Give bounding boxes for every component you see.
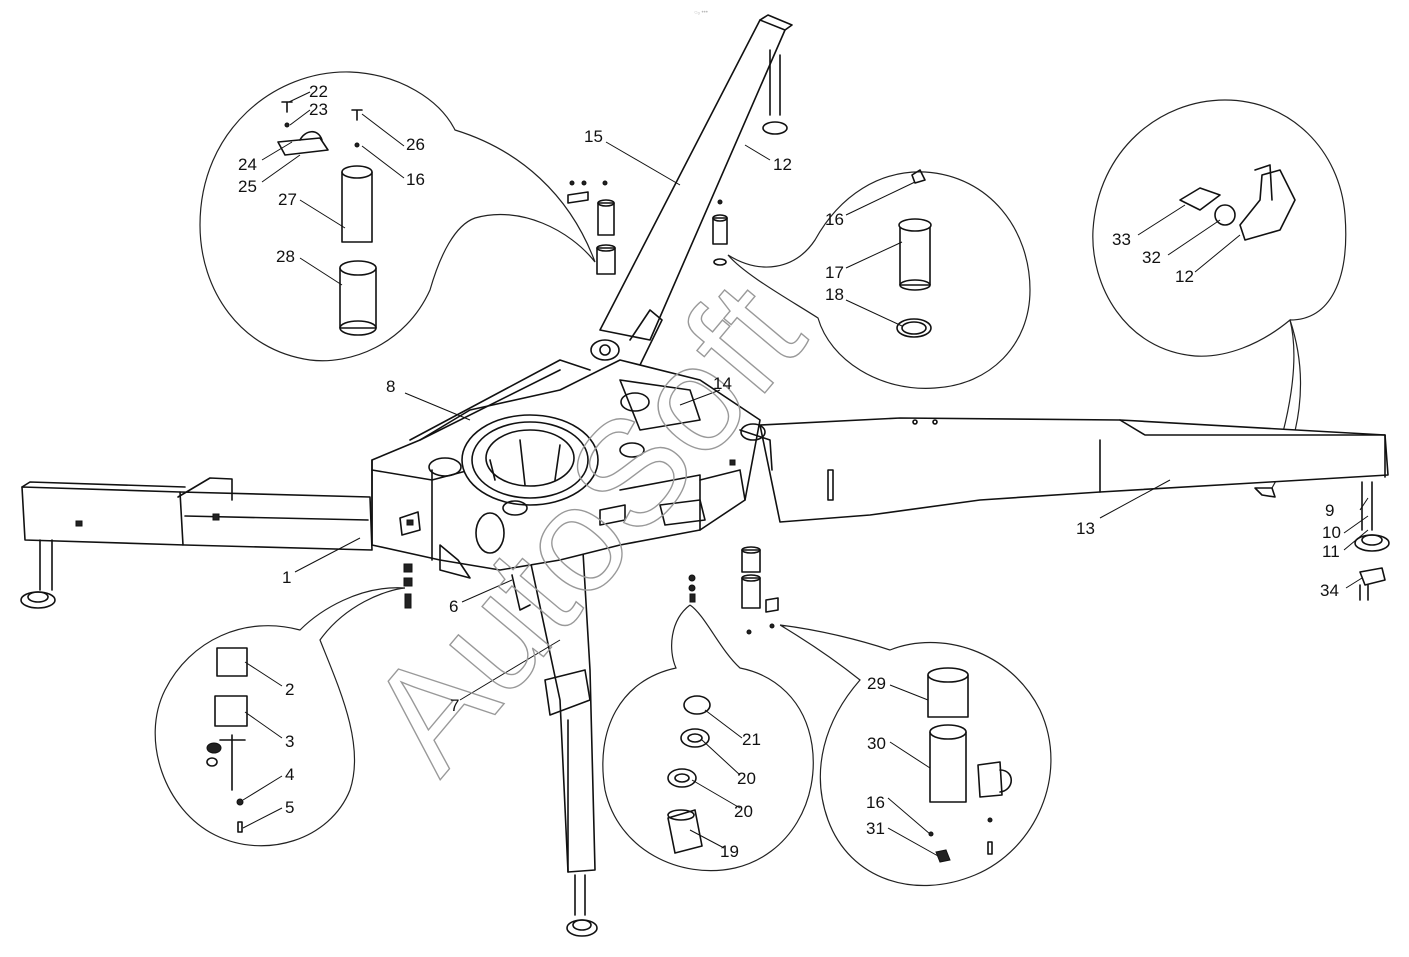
outrigger-beam-left <box>20 477 373 609</box>
label-31: 31 <box>866 819 885 838</box>
top-mark: ○ₒ ••• <box>694 10 708 16</box>
leader-lines <box>242 91 1369 857</box>
pin-parts-below-frame <box>403 546 779 635</box>
label-22: 22 <box>309 82 328 101</box>
label-27: 27 <box>278 190 297 209</box>
label-28: 28 <box>276 247 295 266</box>
label-4: 4 <box>285 765 294 784</box>
label-9: 9 <box>1325 501 1334 520</box>
label-14: 14 <box>713 374 732 393</box>
label-16-center: 16 <box>825 210 844 229</box>
label-16-top-left: 16 <box>406 170 425 189</box>
detail-parts-bottom-left <box>206 647 248 833</box>
label-26: 26 <box>406 135 425 154</box>
detail-parts-bottom-center <box>667 695 711 854</box>
label-10: 10 <box>1322 523 1341 542</box>
label-20-upper: 20 <box>737 769 756 788</box>
label-17: 17 <box>825 263 844 282</box>
label-34: 34 <box>1320 581 1339 600</box>
label-12-right: 12 <box>1175 267 1194 286</box>
label-20-lower: 20 <box>734 802 753 821</box>
label-19: 19 <box>720 842 739 861</box>
label-11: 11 <box>1322 542 1340 561</box>
label-25: 25 <box>238 177 257 196</box>
label-30: 30 <box>867 734 886 753</box>
label-29: 29 <box>867 674 886 693</box>
hinge-pin-parts-top <box>567 180 728 275</box>
detail-parts-bottom-right <box>927 667 1013 863</box>
detail-parts-top-right <box>1179 164 1296 241</box>
label-15: 15 <box>584 127 603 146</box>
label-7: 7 <box>450 696 459 715</box>
center-turret-frame <box>371 359 773 611</box>
detail-bubble-top-left <box>199 71 596 362</box>
label-33: 33 <box>1112 230 1131 249</box>
label-5: 5 <box>285 798 294 817</box>
label-21: 21 <box>742 730 761 749</box>
label-8: 8 <box>386 377 395 396</box>
detail-bubble-center-top <box>727 171 1031 389</box>
label-13: 13 <box>1076 519 1095 538</box>
label-18: 18 <box>825 285 844 304</box>
outrigger-beam-right <box>759 417 1390 552</box>
label-6: 6 <box>449 597 458 616</box>
detail-bubble-bottom-right <box>779 624 1052 887</box>
detail-part-34 <box>1359 567 1386 601</box>
label-12-top: 12 <box>773 155 792 174</box>
label-1: 1 <box>282 568 291 587</box>
detail-bubble-bottom-left <box>154 587 406 847</box>
label-23: 23 <box>309 100 328 119</box>
outrigger-beam-bottom <box>527 534 598 937</box>
detail-parts-center-top <box>896 169 932 338</box>
label-24: 24 <box>238 155 257 174</box>
label-32: 32 <box>1142 248 1161 267</box>
label-16-bottom-right: 16 <box>866 793 885 812</box>
label-2: 2 <box>285 680 294 699</box>
part-number-labels: 1 2 3 4 5 6 7 8 9 10 11 12 12 13 14 15 1… <box>238 82 1341 861</box>
outrigger-beam-top <box>590 14 793 366</box>
detail-bubble-bottom-center <box>602 604 814 872</box>
detail-parts-top-left <box>277 101 377 336</box>
label-3: 3 <box>285 732 294 751</box>
